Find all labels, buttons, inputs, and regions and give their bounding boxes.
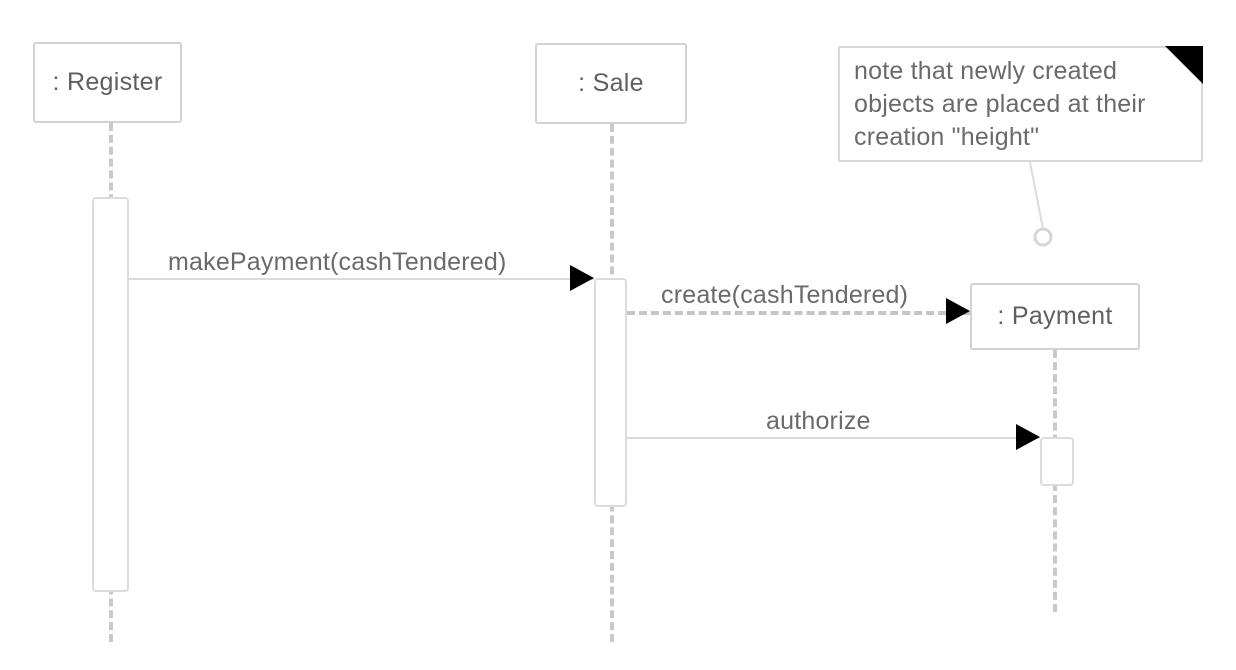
message-label-make-payment: makePayment(cashTendered) (168, 248, 507, 276)
activation-bar-sale (594, 278, 627, 507)
note-box (838, 46, 1203, 162)
message-label-authorize: authorize (766, 407, 871, 435)
message-line-make-payment (128, 278, 594, 280)
lifeline-label-register: : Register (52, 68, 163, 96)
message-arrowhead-create-payment (946, 298, 970, 324)
lifeline-header-register[interactable]: : Register (33, 42, 182, 123)
activation-bar-payment (1040, 437, 1074, 486)
message-line-create-payment (627, 311, 970, 315)
message-line-authorize (627, 437, 1040, 439)
message-label-create-payment: create(cashTendered) (661, 281, 909, 309)
note-fold-corner-icon (1165, 46, 1203, 84)
note-text: note that newly created objects are plac… (854, 57, 1146, 151)
lifeline-label-sale: : Sale (578, 69, 644, 97)
note-anchor-line (1029, 161, 1053, 247)
message-arrowhead-make-payment (570, 265, 594, 291)
lifeline-header-payment[interactable]: : Payment (970, 283, 1140, 350)
activation-bar-register (92, 197, 129, 592)
lifeline-header-sale[interactable]: : Sale (535, 43, 687, 124)
lifeline-label-payment: : Payment (997, 302, 1113, 330)
message-arrowhead-authorize (1016, 424, 1040, 450)
